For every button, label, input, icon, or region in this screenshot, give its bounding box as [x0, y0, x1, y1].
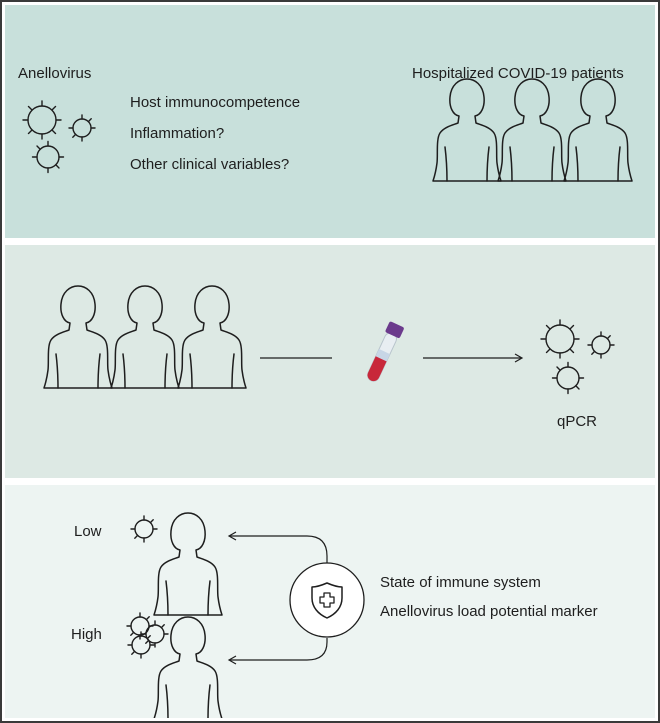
virus-icon: [127, 631, 155, 659]
person-icon: [177, 285, 247, 389]
arrow-icon: [227, 655, 237, 665]
blood-tube-icon: [367, 321, 404, 382]
anellovirus-label: Anellovirus: [18, 65, 92, 82]
virus-icon: [22, 100, 62, 140]
person-icon: [563, 78, 633, 182]
arrow-icon: [227, 531, 237, 541]
panel-bottom-graphics: [126, 512, 365, 718]
high-label: High: [71, 626, 102, 643]
person-icon: [43, 285, 113, 389]
connector-high: [230, 638, 328, 661]
connector-low: [230, 535, 328, 563]
person-icon: [110, 285, 180, 389]
virus-icon: [540, 319, 580, 359]
factor-immunocompetence: Host immunocompetence: [130, 94, 301, 111]
virus-icon: [126, 612, 154, 640]
shield-cross-icon: [311, 582, 343, 619]
factor-inflammation: Inflammation?: [130, 125, 225, 142]
arrow-icon: [514, 353, 524, 363]
immune-circle: [289, 562, 365, 638]
outcome-load-marker: Anellovirus load potential marker: [380, 603, 598, 620]
virus-icon: [31, 140, 65, 174]
panel-middle: qPCR: [5, 245, 655, 478]
panel-top: Anellovirus Host immunocompetence Inflam…: [5, 5, 655, 238]
panel-top-graphics: [22, 78, 633, 182]
virus-icon: [130, 515, 158, 543]
virus-icon: [68, 114, 96, 142]
panel-middle-graphics: [43, 285, 615, 395]
virus-icon: [551, 361, 585, 395]
qpcr-label: qPCR: [557, 413, 598, 430]
low-label: Low: [74, 523, 102, 540]
person-icon: [153, 512, 223, 616]
factor-clinical-variables: Other clinical variables?: [130, 156, 290, 173]
virus-icon: [587, 331, 615, 359]
person-icon: [497, 78, 567, 182]
outcome-immune-state: State of immune system: [380, 574, 541, 591]
virus-icon: [141, 620, 169, 648]
panel-bottom: Low High State of immune system Anellovi…: [5, 485, 655, 718]
patients-label: Hospitalized COVID-19 patients: [412, 65, 624, 82]
person-icon: [432, 78, 502, 182]
